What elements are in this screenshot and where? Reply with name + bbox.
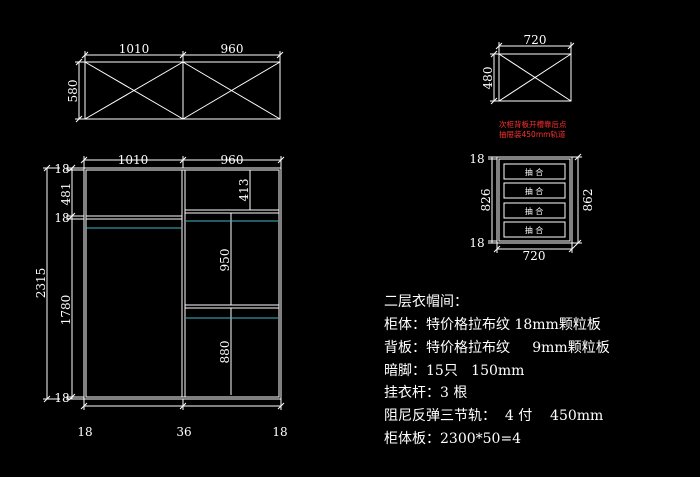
spec-line: 柜体：特价格拉布纹 18mm颗粒板	[384, 317, 601, 333]
right-low-height: 880	[218, 341, 232, 364]
drawer-middle: 826	[479, 189, 493, 212]
left-lower-height: 1780	[59, 295, 73, 326]
main-top-width-right: 960	[221, 153, 244, 167]
note-line2: 抽屉装450mm轨道	[499, 129, 566, 139]
right-upper-height: 413	[237, 179, 251, 202]
drawer-label-4: 抽 合	[525, 225, 544, 235]
main-top-width-left: 1010	[118, 153, 149, 167]
small-height: 480	[481, 67, 495, 90]
drawer-label-3: 抽 合	[525, 206, 544, 216]
left-shelf-thk: 18	[54, 211, 69, 225]
spec-line: 挂衣杆：3 根	[384, 385, 467, 401]
top-width-left: 1010	[119, 42, 150, 56]
drawer-top-thk: 18	[469, 152, 484, 166]
spec-line: 柜体板：2300*50=4	[384, 431, 521, 447]
thickness-right: 18	[272, 425, 287, 439]
drawer-label-2: 抽 合	[525, 186, 544, 196]
drawer-label-1: 抽 合	[525, 167, 544, 177]
left-top-thk: 18	[54, 162, 69, 176]
spec-list: 二层衣帽间： 柜体：特价格拉布纹 18mm颗粒板 背板：特价格拉布纹 9mm颗粒…	[384, 294, 610, 447]
spec-line: 背板：特价格拉布纹 9mm颗粒板	[384, 340, 610, 356]
drawer-bottom-thk: 18	[469, 236, 484, 250]
small-cabinet	[490, 42, 575, 105]
thickness-middle: 36	[176, 425, 191, 439]
spec-line: 暗脚：15只 150mm	[384, 363, 524, 379]
left-bottom-thk: 18	[54, 391, 69, 405]
drawer-unit	[488, 153, 582, 253]
top-cabinet	[75, 51, 284, 123]
note-line1: 次柜背板开槽靠后点	[499, 119, 567, 129]
total-height: 2315	[34, 268, 48, 299]
drawer-width: 720	[523, 249, 546, 263]
left-upper-height: 481	[59, 183, 73, 206]
spec-line: 二层衣帽间：	[384, 294, 468, 310]
small-width: 720	[524, 33, 547, 47]
spec-line: 阻尼反弹三节轨： 4 付 450mm	[384, 408, 603, 424]
right-mid-height: 950	[218, 249, 232, 272]
thickness-left: 18	[77, 425, 92, 439]
main-cabinet	[43, 156, 285, 410]
drawer-overall: 862	[581, 189, 595, 212]
top-width-right: 960	[221, 42, 244, 56]
top-height: 580	[66, 80, 80, 103]
